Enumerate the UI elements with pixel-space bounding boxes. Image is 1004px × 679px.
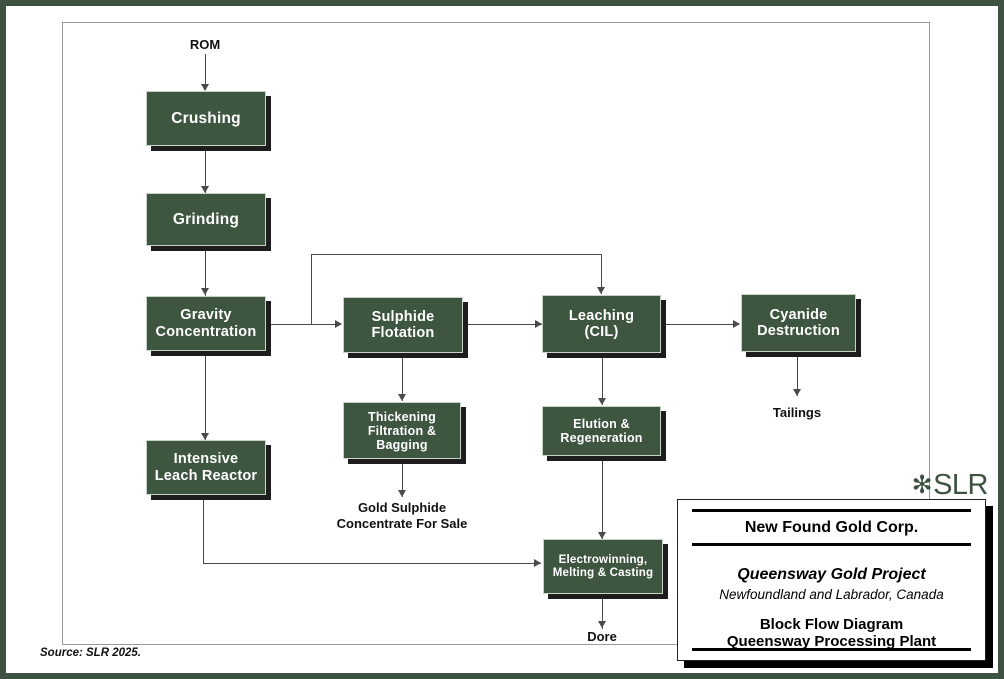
drawing-frame bbox=[62, 22, 930, 645]
title-block: New Found Gold Corp. Queensway Gold Proj… bbox=[677, 499, 986, 661]
process-box-grinding[interactable]: Grinding bbox=[146, 193, 266, 246]
process-box-elution-regeneration[interactable]: Elution & Regeneration bbox=[542, 406, 661, 456]
title-block-rule-top bbox=[692, 509, 971, 512]
process-box-crushing[interactable]: Crushing bbox=[146, 91, 266, 146]
process-box-cyanide-destruction-label: Cyanide Destruction bbox=[757, 306, 840, 339]
arrowhead-leaching-to-elution bbox=[598, 398, 606, 405]
arrowhead-gravity-to-intensive bbox=[201, 433, 209, 440]
stream-label-gold-sulphide-concentrate: Gold Sulphide Concentrate For Sale bbox=[336, 500, 468, 531]
title-block-client: New Found Gold Corp. bbox=[744, 519, 919, 536]
connector-sulphide-to-thickening bbox=[402, 353, 403, 401]
process-box-leaching-cil[interactable]: Leaching (CIL) bbox=[542, 295, 661, 353]
connector-cyanide-to-tailings bbox=[797, 352, 798, 396]
process-box-intensive-leach-reactor[interactable]: Intensive Leach Reactor bbox=[146, 440, 266, 495]
connector-thickening-to-concentrate bbox=[402, 459, 403, 497]
title-block-drawing-title: Block Flow Diagram Queensway Processing … bbox=[726, 616, 937, 651]
connector-intensive-to-electrowinning bbox=[203, 563, 541, 564]
stream-label-tailings: Tailings bbox=[772, 405, 822, 420]
process-box-sulphide-flotation[interactable]: Sulphide Flotation bbox=[343, 297, 463, 353]
process-box-electrowinning-melting-casting-label: Electrowinning, Melting & Casting bbox=[552, 553, 654, 579]
slr-wordmark: SLR bbox=[933, 469, 988, 501]
connector-leaching-to-elution bbox=[602, 353, 603, 405]
arrowhead-electrowinning-to-dore bbox=[598, 621, 606, 628]
title-block-project-group: Queensway Gold Project Newfoundland and … bbox=[692, 546, 971, 602]
connector-bypass-drop-to-leaching bbox=[601, 254, 602, 294]
arrowhead-gravity-to-sulphide bbox=[335, 320, 342, 328]
connector-electrowinning-to-dore bbox=[602, 594, 603, 629]
connector-crushing-to-grinding bbox=[205, 146, 206, 194]
connector-gravity-to-sulphide bbox=[266, 324, 341, 325]
process-box-leaching-cil-label: Leaching (CIL) bbox=[568, 307, 635, 340]
arrowhead-sulphide-to-thickening bbox=[398, 394, 406, 401]
source-note: Source: SLR 2025. bbox=[40, 647, 141, 659]
connector-elution-to-electrowinning bbox=[602, 456, 603, 539]
process-box-thickening-filtration-bagging[interactable]: Thickening Filtration & Bagging bbox=[343, 402, 461, 459]
process-box-gravity-concentration-label: Gravity Concentration bbox=[155, 307, 257, 340]
arrowhead-bypass-to-leaching bbox=[597, 287, 605, 294]
slr-asterisk-icon: ✻ bbox=[911, 471, 933, 499]
process-box-intensive-leach-reactor-label: Intensive Leach Reactor bbox=[154, 451, 258, 484]
arrowhead-thickening-to-concentrate bbox=[398, 490, 406, 497]
process-box-gravity-concentration[interactable]: Gravity Concentration bbox=[146, 296, 266, 351]
arrowhead-crushing-to-grinding bbox=[201, 186, 209, 193]
process-box-crushing-label: Crushing bbox=[171, 109, 241, 127]
stream-label-rom: ROM bbox=[189, 37, 221, 52]
process-box-sulphide-flotation-label: Sulphide Flotation bbox=[371, 308, 435, 341]
title-block-rule-bottom bbox=[692, 648, 971, 651]
title-block-rule-under-client bbox=[692, 543, 971, 546]
connector-rom-to-crushing bbox=[205, 54, 206, 90]
arrowhead-leaching-to-cyanide bbox=[733, 320, 740, 328]
title-block-location: Newfoundland and Labrador, Canada bbox=[719, 587, 944, 602]
connector-sulphide-to-leaching bbox=[463, 324, 542, 325]
connector-intensive-drop bbox=[203, 495, 204, 563]
connector-leaching-to-cyanide bbox=[661, 324, 739, 325]
process-box-electrowinning-melting-casting[interactable]: Electrowinning, Melting & Casting bbox=[543, 539, 663, 594]
process-box-grinding-label: Grinding bbox=[172, 210, 240, 228]
connector-gravity-to-intensive bbox=[205, 351, 206, 441]
title-block-project: Queensway Gold Project bbox=[737, 566, 926, 583]
connector-bypass-riser bbox=[311, 254, 312, 324]
arrowhead-cyanide-to-tailings bbox=[793, 389, 801, 396]
process-box-thickening-filtration-bagging-label: Thickening Filtration & Bagging bbox=[367, 409, 437, 452]
connector-grinding-to-gravity bbox=[205, 246, 206, 296]
process-box-cyanide-destruction[interactable]: Cyanide Destruction bbox=[741, 294, 856, 352]
slr-logo: ✻ SLR bbox=[911, 469, 989, 501]
arrowhead-sulphide-to-leaching bbox=[535, 320, 542, 328]
connector-bypass-top bbox=[311, 254, 602, 255]
arrowhead-elution-to-electrowinning bbox=[598, 532, 606, 539]
arrowhead-grinding-to-gravity bbox=[201, 288, 209, 295]
process-box-elution-regeneration-label: Elution & Regeneration bbox=[560, 417, 643, 445]
arrowhead-intensive-to-electrowinning bbox=[534, 559, 541, 567]
arrowhead-rom-to-crushing bbox=[201, 84, 209, 91]
stream-label-dore: Dore bbox=[587, 629, 617, 644]
